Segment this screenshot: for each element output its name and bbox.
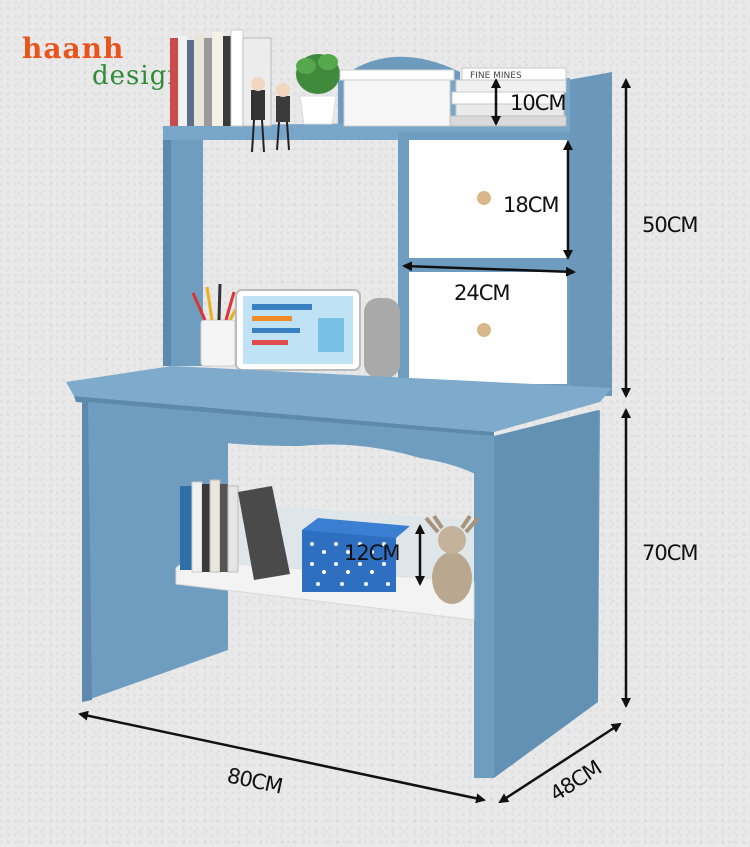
hutch-height-label: 50CM bbox=[642, 213, 698, 237]
desktop-items bbox=[191, 283, 400, 399]
smart-speaker bbox=[364, 298, 400, 378]
lower-drawer-knob bbox=[477, 323, 491, 337]
pencil-cup bbox=[200, 319, 236, 367]
desk-height-label: 70CM bbox=[642, 541, 698, 565]
logo-text-design: design bbox=[92, 61, 185, 91]
desk-width-arrow bbox=[78, 710, 486, 804]
desk-width-label: 80CM bbox=[225, 763, 284, 798]
lower-shelf-height-label: 12CM bbox=[344, 541, 400, 565]
drawer-width-label: 24CM bbox=[454, 281, 510, 305]
desk bbox=[66, 366, 612, 778]
plush-moose bbox=[432, 552, 472, 604]
desk-depth-label: 48CM bbox=[546, 756, 606, 806]
brand-logo: haanh design bbox=[22, 32, 185, 91]
plant-pot bbox=[299, 95, 337, 125]
lower-shelf-items bbox=[180, 479, 480, 604]
book bbox=[170, 38, 178, 126]
storage-box bbox=[343, 73, 451, 127]
upper-drawer-knob bbox=[477, 191, 491, 205]
drawer-width-arrow bbox=[402, 261, 576, 277]
drawer-height-label: 18CM bbox=[503, 193, 559, 217]
hutch-right-panel bbox=[568, 72, 612, 396]
book-spine-title: FINE MINES bbox=[470, 71, 522, 81]
book bbox=[180, 486, 192, 570]
figurine bbox=[276, 96, 290, 122]
desk-depth-arrow bbox=[498, 722, 622, 804]
logo-text-haanh: haanh bbox=[22, 32, 124, 65]
desk-left-leg bbox=[82, 402, 228, 702]
desk-top bbox=[66, 366, 612, 432]
polka-dot-box bbox=[302, 530, 396, 592]
figurine bbox=[251, 90, 265, 120]
top-shelf-items: FINE MINES bbox=[170, 29, 567, 153]
desk-right-leg bbox=[474, 436, 494, 778]
top-shelf-height-label: 10CM bbox=[510, 91, 566, 115]
